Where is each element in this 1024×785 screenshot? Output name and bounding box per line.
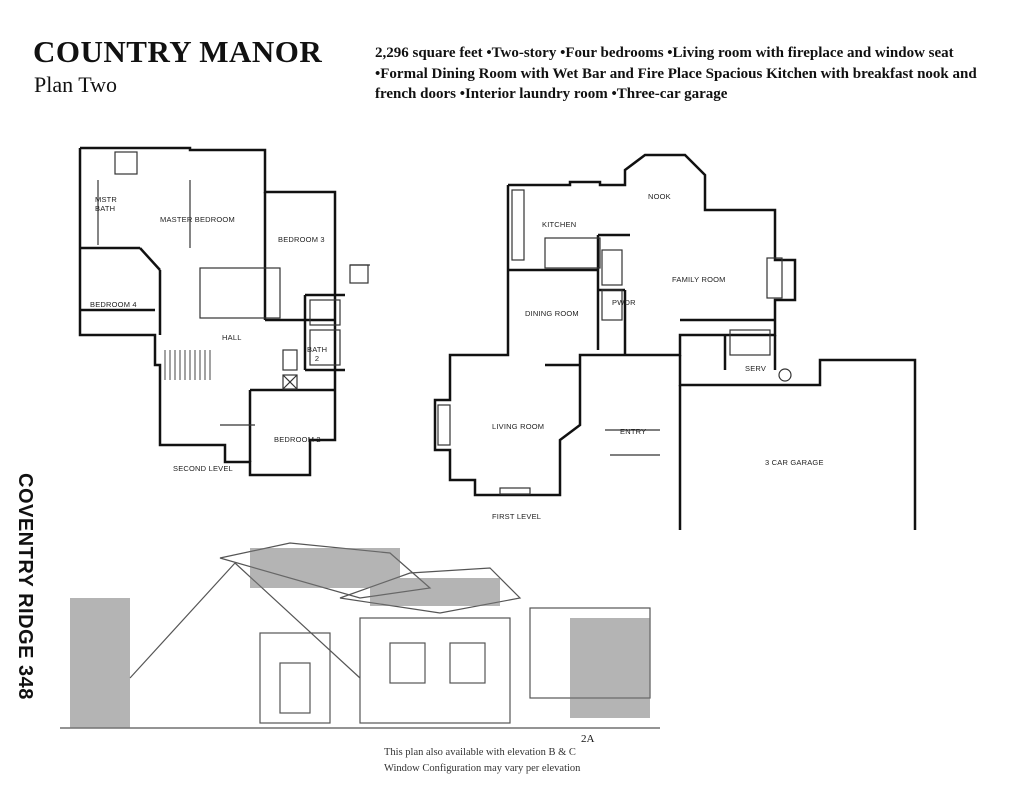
label-bath-2: BATH 2 [307,345,328,363]
first-level-walls [433,153,917,530]
second-level-plan: MSTR BATH MASTER BEDROOM BEDROOM 3 BEDRO… [70,140,370,500]
label-entry: ENTRY [620,427,647,436]
plan-subtitle: Plan Two [34,72,118,97]
label-bedroom-3: BEDROOM 3 [278,235,325,244]
elevation-code: 2A [581,733,595,745]
footnote-window: Window Configuration may vary per elevat… [384,763,581,774]
label-garage: 3 CAR GARAGE [765,458,824,467]
footnote-elevation: This plan also available with elevation … [384,747,576,758]
label-master-bedroom: MASTER BEDROOM [160,215,235,224]
label-nook: NOOK [648,192,671,201]
label-bedroom-4: BEDROOM 4 [90,300,137,309]
label-dining-room: DINING ROOM [525,309,579,318]
second-level-walls [78,146,370,477]
plan-description: 2,296 square feet •Two-story •Four bedro… [375,45,977,102]
label-first-level: FIRST LEVEL [492,512,542,521]
label-hall: HALL [222,333,242,342]
label-living-room: LIVING ROOM [492,422,545,431]
side-label-block: COVENTRY RIDGE 348 [2,473,42,745]
label-serv: SERV [745,364,767,373]
label-pwdr: PWDR [612,298,636,307]
label-kitchen: KITCHEN [542,220,577,229]
elevation-sketch [60,542,660,729]
label-master-bath: MSTR BATH [95,195,118,213]
page-title: COUNTRY MANOR [33,34,323,69]
label-bedroom-2: BEDROOM 2 [274,435,321,444]
first-level-plan: NOOK KITCHEN FAMILY ROOM DINING ROOM PWD… [430,150,920,530]
side-label: COVENTRY RIDGE 348 [14,473,36,700]
label-second-level: SECOND LEVEL [173,464,233,473]
label-family-room: FAMILY ROOM [672,275,726,284]
